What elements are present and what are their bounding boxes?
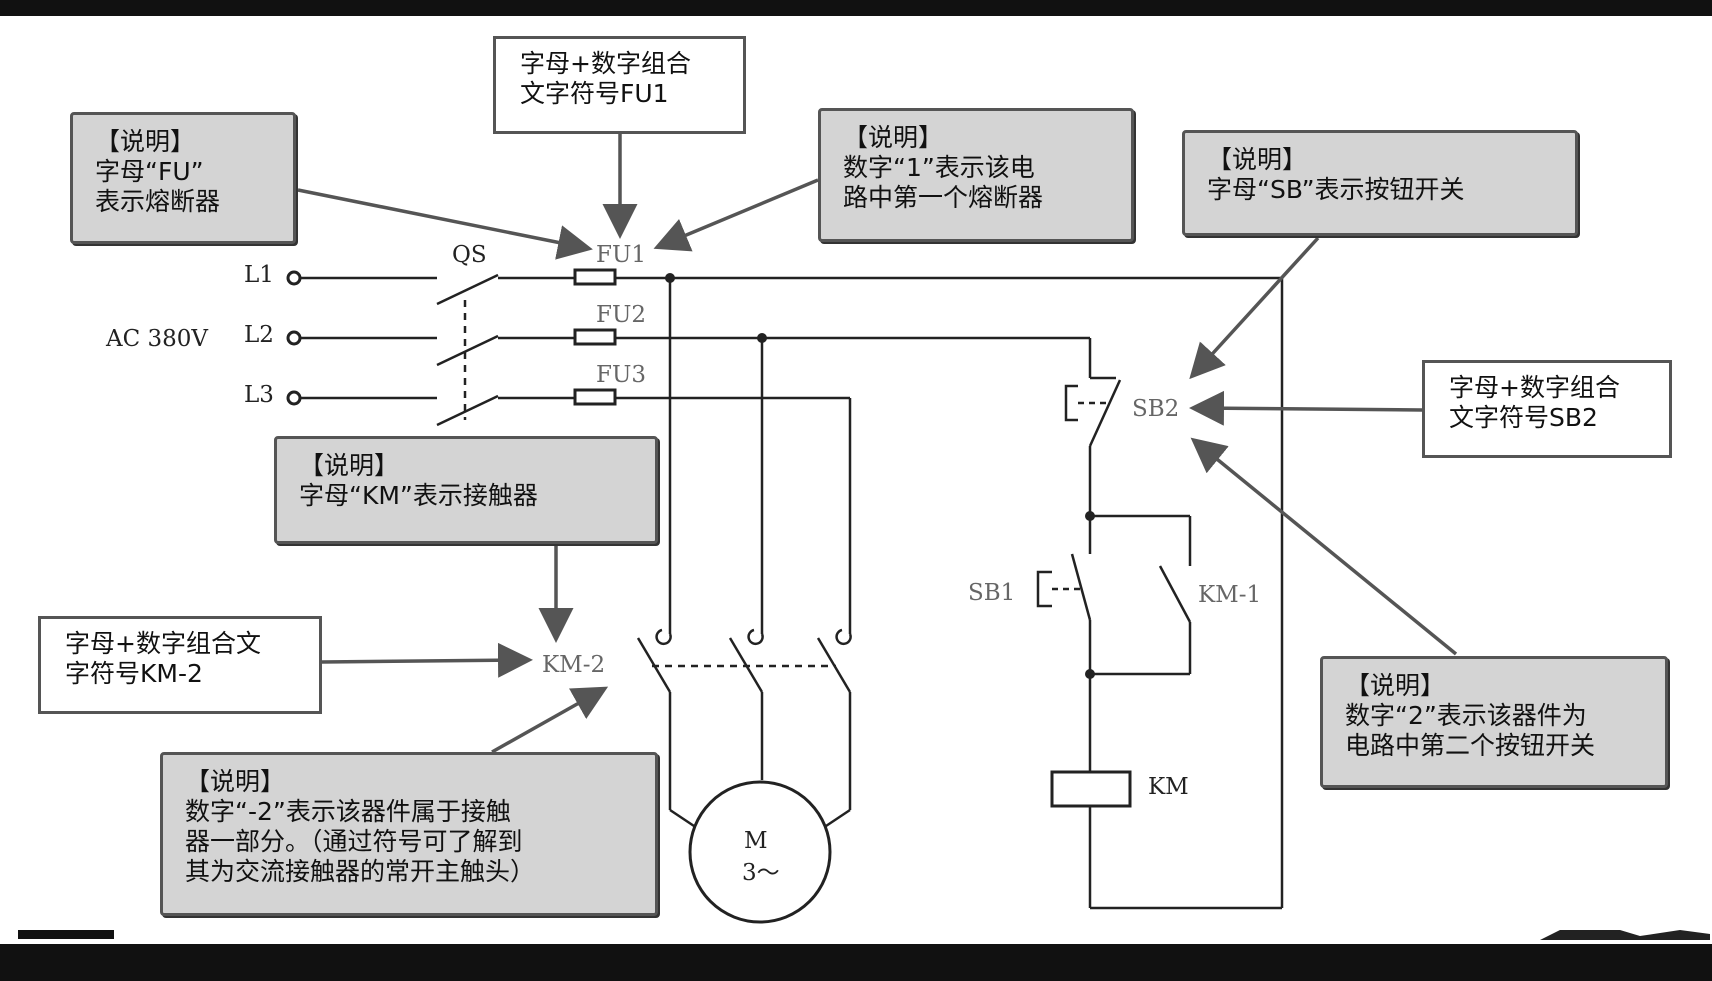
motor-label: M (744, 828, 768, 854)
top-border-bar (0, 0, 1712, 16)
sb2-number-note-line1: 数字“2”表示该器件为 (1345, 701, 1587, 730)
motor-phase-label: 3～ (742, 860, 780, 886)
junction-dot (1085, 511, 1095, 521)
fu-note-title: 【说明】 (95, 127, 196, 156)
sb2-number-note-line2: 电路中第二个按钮开关 (1345, 731, 1596, 760)
junction-dot (757, 333, 767, 343)
sb-note-title: 【说明】 (1207, 145, 1308, 174)
label-fu1: FU1 (596, 242, 646, 268)
km2-number-note-line1: 数字“-2”表示该器件属于接触 (185, 797, 511, 826)
fu1-symbol-line2: 文字符号FU1 (520, 79, 669, 108)
arrow-km2-symbol (321, 642, 533, 678)
sb2-contact (1088, 379, 1122, 447)
fu1-number-note-title: 【说明】 (843, 123, 944, 152)
km2-symbol-box: 字母+数字组合文 字符号KM-2 (38, 616, 322, 714)
label-fu3: FU3 (596, 362, 646, 388)
label-l1: L1 (244, 262, 274, 288)
arrow-sb2-symbol (1189, 390, 1423, 426)
fuse-fu2 (573, 328, 617, 346)
km-note-title: 【说明】 (299, 451, 400, 480)
fuse-fu3 (573, 388, 617, 406)
sb2-number-note-box: 【说明】 数字“2”表示该器件为 电路中第二个按钮开关 (1320, 656, 1668, 788)
qs-blade-l2 (436, 334, 499, 367)
sb1-contact (1070, 553, 1092, 621)
label-l3: L3 (244, 382, 274, 408)
label-l2: L2 (244, 322, 274, 348)
km2-number-note-line2: 器一部分。（通过符号可了解到 (185, 827, 523, 856)
junction-dot (1085, 669, 1095, 679)
fu1-number-note-box: 【说明】 数字“1”表示该电 路中第一个熔断器 (818, 108, 1134, 242)
terminal-l1 (286, 270, 302, 286)
sb2-symbol-box: 字母+数字组合 文字符号SB2 (1422, 360, 1672, 458)
label-sb1: SB1 (968, 580, 1015, 606)
km1-contact (1158, 565, 1192, 623)
km2-number-note-title: 【说明】 (185, 767, 286, 796)
label-sb2: SB2 (1132, 396, 1179, 422)
junction-dot (665, 273, 675, 283)
arrow-km2-number (491, 686, 609, 754)
arrow-fu-note (297, 188, 593, 260)
terminal-l3 (286, 390, 302, 406)
arrow-sb-note (1189, 236, 1320, 380)
arrow-fu1-number (653, 178, 819, 252)
label-voltage: AC 380V (105, 326, 208, 352)
label-km2: KM-2 (542, 652, 605, 678)
arrow-sb2-number (1190, 437, 1458, 656)
km-coil (1050, 770, 1132, 808)
km2-number-note-line3: 其为交流接触器的常开主触头） (185, 857, 536, 886)
qs-blade-l3 (436, 394, 499, 427)
fu1-symbol-box: 字母+数字组合 文字符号FU1 (493, 36, 746, 134)
fu1-number-note-line1: 数字“1”表示该电 (843, 153, 1035, 182)
km2-symbol-line2: 字符号KM-2 (65, 659, 203, 688)
km-note-box: 【说明】 字母“KM”表示接触器 (274, 436, 658, 544)
sb2-number-note-title: 【说明】 (1345, 671, 1446, 700)
label-fu2: FU2 (596, 302, 646, 328)
bottom-left-mark (18, 930, 114, 939)
fu1-number-note-line2: 路中第一个熔断器 (843, 183, 1044, 212)
sb-note-line1: 字母“SB”表示按钮开关 (1207, 175, 1465, 204)
sb2-symbol-line2: 文字符号SB2 (1449, 403, 1598, 432)
motor-symbol (688, 780, 832, 924)
label-km1: KM-1 (1198, 582, 1261, 608)
qs-blade-l1 (436, 273, 499, 306)
label-km-coil: KM (1148, 774, 1189, 800)
fu-note-line1: 字母“FU” (95, 157, 204, 186)
fuse-fu1 (573, 268, 617, 286)
bottom-right-decoration (1540, 930, 1710, 940)
bottom-border-bar (0, 944, 1712, 981)
fu1-symbol-line1: 字母+数字组合 (520, 49, 691, 78)
fu-note-line2: 表示熔断器 (95, 187, 221, 216)
km2-symbol-line1: 字母+数字组合文 (65, 629, 261, 658)
sb2-symbol-line1: 字母+数字组合 (1449, 373, 1620, 402)
terminal-l2 (286, 330, 302, 346)
fu-note-box: 【说明】 字母“FU” 表示熔断器 (70, 112, 296, 244)
label-qs: QS (452, 242, 487, 268)
km2-number-note-box: 【说明】 数字“-2”表示该器件属于接触 器一部分。（通过符号可了解到 其为交流… (160, 752, 658, 916)
sb-note-box: 【说明】 字母“SB”表示按钮开关 (1182, 130, 1578, 236)
km-note-line1: 字母“KM”表示接触器 (299, 481, 538, 510)
